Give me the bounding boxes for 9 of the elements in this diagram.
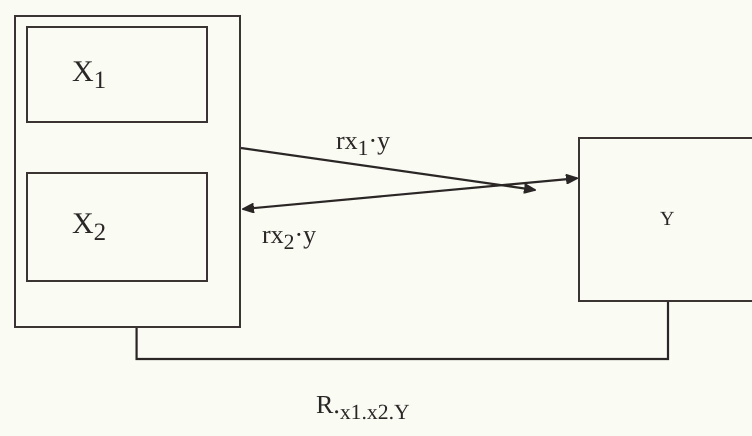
arrow bbox=[240, 146, 536, 194]
node-label: X$_{2}$ bbox=[72, 207, 106, 247]
process-box bbox=[26, 26, 208, 123]
process-box bbox=[26, 172, 208, 282]
node-label: Y bbox=[660, 208, 674, 231]
group-box bbox=[14, 15, 241, 328]
arrow bbox=[242, 174, 578, 214]
node-label: X$_{1}$ bbox=[72, 54, 106, 94]
process-box bbox=[578, 137, 752, 302]
